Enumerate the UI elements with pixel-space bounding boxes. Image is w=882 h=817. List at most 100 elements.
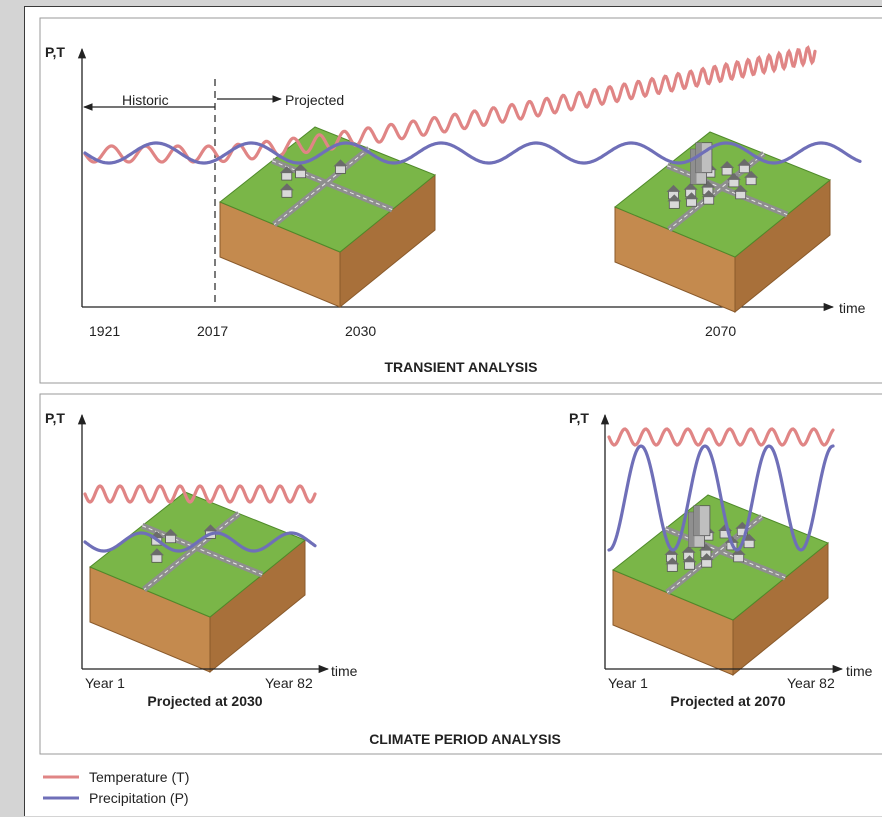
road-marking	[665, 528, 786, 579]
house	[726, 172, 741, 188]
historic-label: Historic	[122, 92, 169, 108]
transient-y-axis-label: P,T	[45, 44, 65, 60]
house-roof	[163, 528, 178, 536]
house-roof	[279, 183, 294, 191]
house-roof	[744, 170, 759, 178]
house	[701, 190, 716, 205]
road-marking	[668, 153, 765, 230]
house-wall	[281, 188, 293, 198]
climate-curves	[83, 45, 862, 553]
legend-label-temperature: Temperature (T)	[89, 769, 189, 785]
building-shade	[695, 142, 702, 173]
house-roof	[684, 192, 699, 200]
grass-top	[612, 494, 829, 621]
house-roof	[664, 547, 679, 555]
road-marking	[666, 516, 763, 593]
temperature-curve-2070	[607, 427, 835, 447]
house-wall	[684, 560, 695, 570]
house-roof	[698, 543, 713, 551]
panel-2070-start-label: Year 1	[608, 675, 648, 691]
house-roof	[682, 555, 697, 563]
house-wall	[703, 195, 715, 205]
house	[333, 159, 348, 174]
house-wall	[733, 553, 745, 563]
house-wall	[735, 190, 747, 200]
house-roof	[667, 194, 682, 202]
house	[720, 160, 735, 176]
house-roof	[737, 158, 752, 166]
road-marking	[143, 513, 240, 590]
house	[279, 183, 294, 198]
house-wall	[668, 199, 680, 209]
house-wall	[666, 562, 678, 572]
road-marking	[667, 165, 788, 216]
house-wall	[151, 553, 163, 563]
house	[699, 553, 714, 568]
house-wall	[686, 197, 697, 207]
urban-landscape-block	[612, 494, 829, 677]
house	[731, 547, 746, 563]
house-roof	[742, 533, 757, 541]
house-roof	[293, 163, 308, 171]
road-marking	[142, 525, 263, 576]
house	[279, 166, 294, 181]
house-roof	[149, 548, 164, 556]
house-roof	[665, 557, 680, 565]
house-wall	[743, 539, 755, 549]
house	[737, 158, 752, 174]
house-wall	[738, 164, 750, 174]
climate-panel-2070: P,T time Year 1 Year 82 Projected at 207…	[569, 410, 873, 709]
building-shade	[693, 505, 700, 536]
house-roof	[701, 190, 716, 198]
temperature-curve-transient	[83, 45, 817, 164]
house	[744, 170, 759, 186]
year-label: 2030	[345, 323, 376, 339]
house-roof	[279, 166, 294, 174]
road-marking	[273, 148, 370, 225]
building-shade	[688, 512, 695, 548]
house-roof	[733, 184, 748, 192]
panel-2070-x-axis-label: time	[846, 663, 873, 679]
legend: Temperature (T) Precipitation (P)	[43, 769, 189, 806]
house-roof	[333, 159, 348, 167]
house-roof	[681, 545, 696, 553]
house-roof	[731, 547, 746, 555]
house	[293, 163, 308, 179]
precipitation-curve-2030	[83, 531, 317, 553]
figure-canvas: P,T time Historic Projected 1921 2017 20…	[24, 6, 882, 816]
rural-landscape-block	[219, 126, 436, 309]
house-roof	[683, 182, 698, 190]
figure-svg: P,T time Historic Projected 1921 2017 20…	[39, 17, 882, 806]
year-label: 1921	[89, 323, 120, 339]
house-wall	[281, 171, 293, 181]
house-wall	[728, 178, 740, 188]
climate-panel-2030: P,T time Year 1 Year 82 Projected at 203…	[45, 410, 358, 709]
house	[742, 533, 757, 549]
climate-period-title: CLIMATE PERIOD ANALYSIS	[369, 731, 561, 747]
panel-2070-y-axis-label: P,T	[569, 410, 589, 426]
panel-2030-caption: Projected at 2030	[147, 693, 262, 709]
house-wall	[701, 558, 713, 568]
precipitation-curve-transient	[83, 141, 862, 165]
house-wall	[165, 534, 177, 544]
panel-2070-caption: Projected at 2070	[670, 693, 785, 709]
house-roof	[666, 184, 681, 192]
house	[684, 192, 699, 207]
house	[667, 194, 682, 209]
house-roof	[726, 172, 741, 180]
temperature-curve-2030	[83, 484, 317, 504]
panel-2030-x-axis-label: time	[331, 663, 358, 679]
house-roof	[699, 553, 714, 561]
building-shade	[690, 149, 697, 185]
house-roof	[700, 180, 715, 188]
rural-landscape-block	[89, 491, 306, 674]
transient-x-axis-label: time	[839, 300, 866, 316]
house-roof	[203, 524, 218, 532]
house-wall	[721, 166, 733, 176]
house-wall	[295, 169, 307, 179]
transient-panel-frame	[39, 17, 882, 384]
landscape-blocks	[89, 126, 831, 677]
panel-2030-start-label: Year 1	[85, 675, 125, 691]
projected-label: Projected	[285, 92, 344, 108]
urban-landscape-block	[614, 131, 831, 314]
